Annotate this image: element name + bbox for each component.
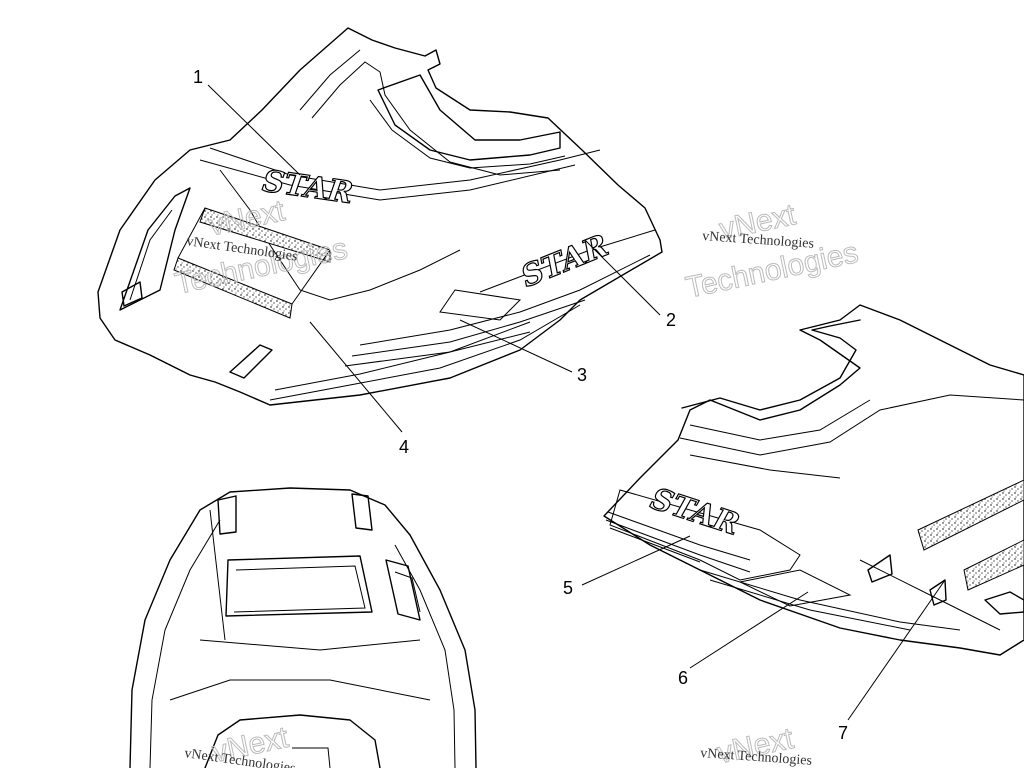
callout-6: 6: [678, 668, 688, 688]
leader-line-5: [581, 535, 691, 586]
watermark-text-2: vNext Technologies: [702, 229, 815, 252]
leader-lines: [207, 84, 946, 721]
callout-1: 1: [193, 67, 203, 87]
callout-3: 3: [577, 365, 587, 385]
hood-bottom: [129, 487, 477, 768]
leader-line-3: [459, 319, 573, 373]
leader-line-6: [689, 591, 809, 669]
hood-right: STAR: [603, 304, 1024, 656]
callout-7: 7: [838, 723, 848, 743]
hood-top-left: STAR STAR: [97, 27, 663, 406]
callout-4: 4: [399, 437, 409, 457]
callout-2: 2: [666, 310, 676, 330]
decal-logo-2: STAR: [516, 228, 613, 294]
leader-line-4: [309, 321, 403, 433]
leader-line-1: [207, 84, 301, 176]
leader-line-2: [584, 239, 661, 316]
leader-line-7: [847, 579, 946, 721]
decal-logo-3: STAR: [646, 481, 743, 542]
callout-numbers: 1 2 3 4 5 6 7: [193, 67, 848, 743]
callout-5: 5: [563, 578, 573, 598]
watermark-text-4: vNext Technologies: [700, 746, 813, 768]
